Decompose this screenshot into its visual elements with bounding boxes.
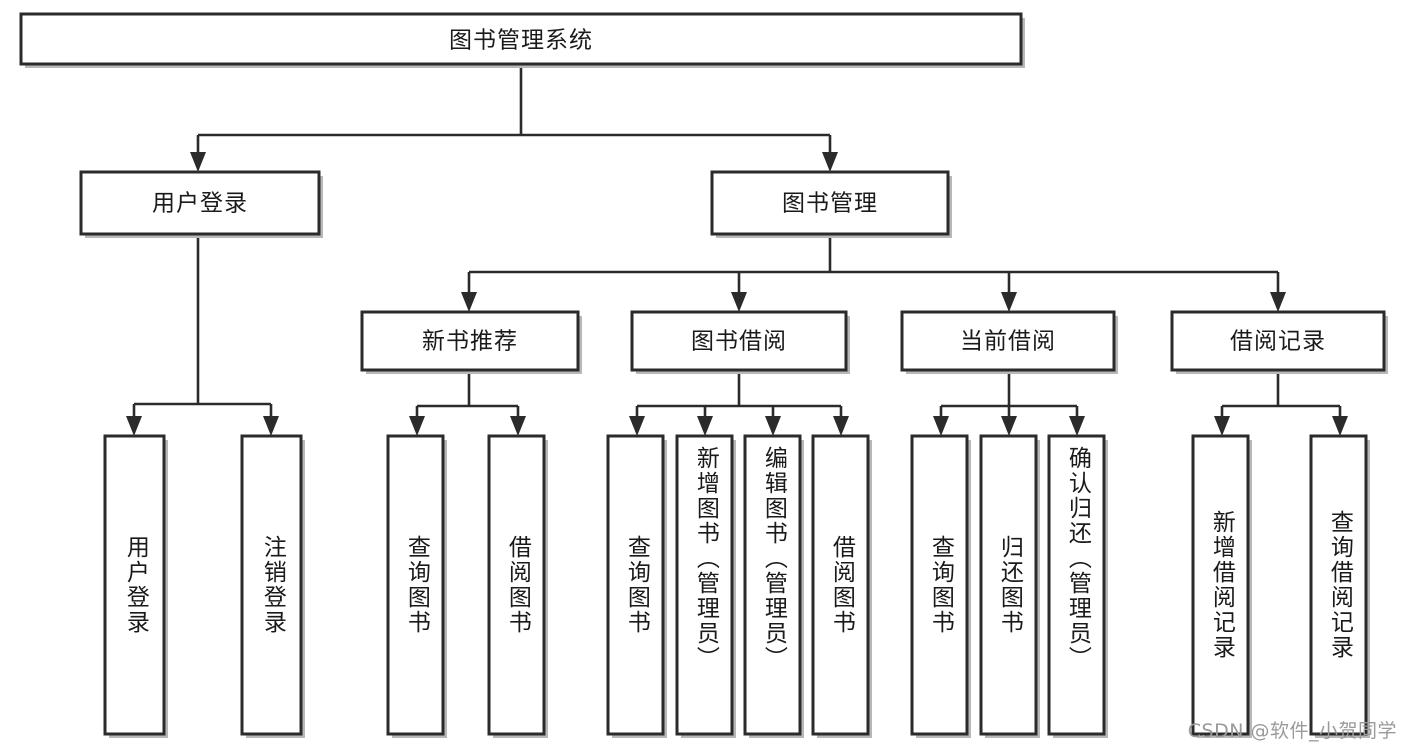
arrow-bookmgmt-to-newbook — [461, 292, 477, 312]
leaf-add-book-admin-box — [675, 434, 734, 736]
leaf-node-add-book-admin[interactable] — [675, 434, 736, 738]
node-root-label: 图书管理系统 — [449, 28, 593, 54]
node-new-book-recommend-label: 新书推荐 — [422, 329, 518, 355]
node-user-login-box — [79, 170, 321, 236]
arrow-current-to-leaf2 — [1001, 416, 1017, 436]
arrow-borrow-to-leaf4 — [833, 416, 849, 436]
arrow-bookmgmt-to-current — [1001, 292, 1017, 312]
node-new-book-recommend[interactable]: 新书推荐 — [360, 310, 582, 374]
node-root-box — [19, 12, 1023, 66]
arrow-current-to-leaf3 — [1069, 416, 1085, 436]
leaf-query-borrow-record-box — [1309, 434, 1368, 736]
node-book-management[interactable]: 图书管理 — [710, 170, 952, 238]
node-book-borrow-box — [630, 310, 848, 372]
leaf-node-user-login[interactable] — [103, 434, 168, 738]
node-book-management-label: 图书管理 — [782, 191, 878, 217]
leaf-node-query-books-1[interactable] — [386, 434, 447, 738]
edge-group — [126, 66, 1348, 436]
node-user-login[interactable]: 用户登录 — [79, 170, 323, 238]
node-borrow-records-label: 借阅记录 — [1230, 329, 1326, 355]
node-root[interactable]: 图书管理系统 — [19, 12, 1025, 68]
arrow-records-to-leaf1 — [1214, 416, 1230, 436]
arrow-login-to-leaf2 — [263, 416, 279, 436]
node-user-login-label: 用户登录 — [152, 191, 248, 217]
node-book-management-box — [710, 170, 950, 236]
arrow-root-to-bookmgmt — [822, 152, 838, 172]
arrow-bookmgmt-to-borrow — [731, 292, 747, 312]
arrow-root-to-login — [190, 152, 206, 172]
leaf-node-logout[interactable] — [240, 434, 305, 738]
node-book-borrow[interactable]: 图书借阅 — [630, 310, 850, 374]
leaf-node-query-books-3[interactable] — [910, 434, 971, 738]
arrow-newbook-to-leaf1 — [409, 416, 425, 436]
leaf-confirm-return-admin-box — [1047, 434, 1106, 736]
watermark-text: CSDN @软件_小贺同学 — [1187, 720, 1397, 742]
leaf-add-borrow-record-box — [1191, 434, 1250, 736]
arrow-borrow-to-leaf1 — [629, 416, 645, 436]
leaf-query-books-3-box — [910, 434, 969, 736]
arrow-current-to-leaf1 — [933, 416, 949, 436]
leaf-node-return-books[interactable] — [979, 434, 1040, 738]
node-new-book-recommend-box — [360, 310, 580, 372]
node-borrow-records-box — [1170, 310, 1386, 372]
leaf-node-query-borrow-record[interactable] — [1309, 434, 1370, 738]
leaf-logout-box — [240, 434, 303, 736]
leaf-user-login-box — [103, 434, 166, 736]
node-book-borrow-label: 图书借阅 — [691, 329, 787, 355]
leaf-query-books-2-box — [606, 434, 665, 736]
arrow-borrow-to-leaf2 — [697, 416, 713, 436]
node-current-borrow-box — [900, 310, 1116, 372]
node-current-borrow[interactable]: 当前借阅 — [900, 310, 1118, 374]
leaf-node-confirm-return-admin[interactable] — [1047, 434, 1108, 738]
leaf-node-edit-book-admin[interactable] — [743, 434, 804, 738]
arrow-bookmgmt-to-records — [1270, 292, 1286, 312]
leaf-borrow-books-1-box — [487, 434, 546, 736]
arrow-newbook-to-leaf2 — [510, 416, 526, 436]
leaf-node-query-books-2[interactable] — [606, 434, 667, 738]
arrow-borrow-to-leaf3 — [765, 416, 781, 436]
leaf-borrow-books-2-box — [811, 434, 870, 736]
leaf-return-books-box — [979, 434, 1038, 736]
leaf-node-borrow-books-1[interactable] — [487, 434, 548, 738]
leaf-query-books-1-box — [386, 434, 445, 736]
leaf-edit-book-admin-box — [743, 434, 802, 736]
arrow-records-to-leaf2 — [1332, 416, 1348, 436]
arrow-login-to-leaf1 — [126, 416, 142, 436]
node-borrow-records[interactable]: 借阅记录 — [1170, 310, 1388, 374]
node-current-borrow-label: 当前借阅 — [960, 329, 1056, 355]
leaf-node-add-borrow-record[interactable] — [1191, 434, 1252, 738]
leaf-node-borrow-books-2[interactable] — [811, 434, 872, 738]
